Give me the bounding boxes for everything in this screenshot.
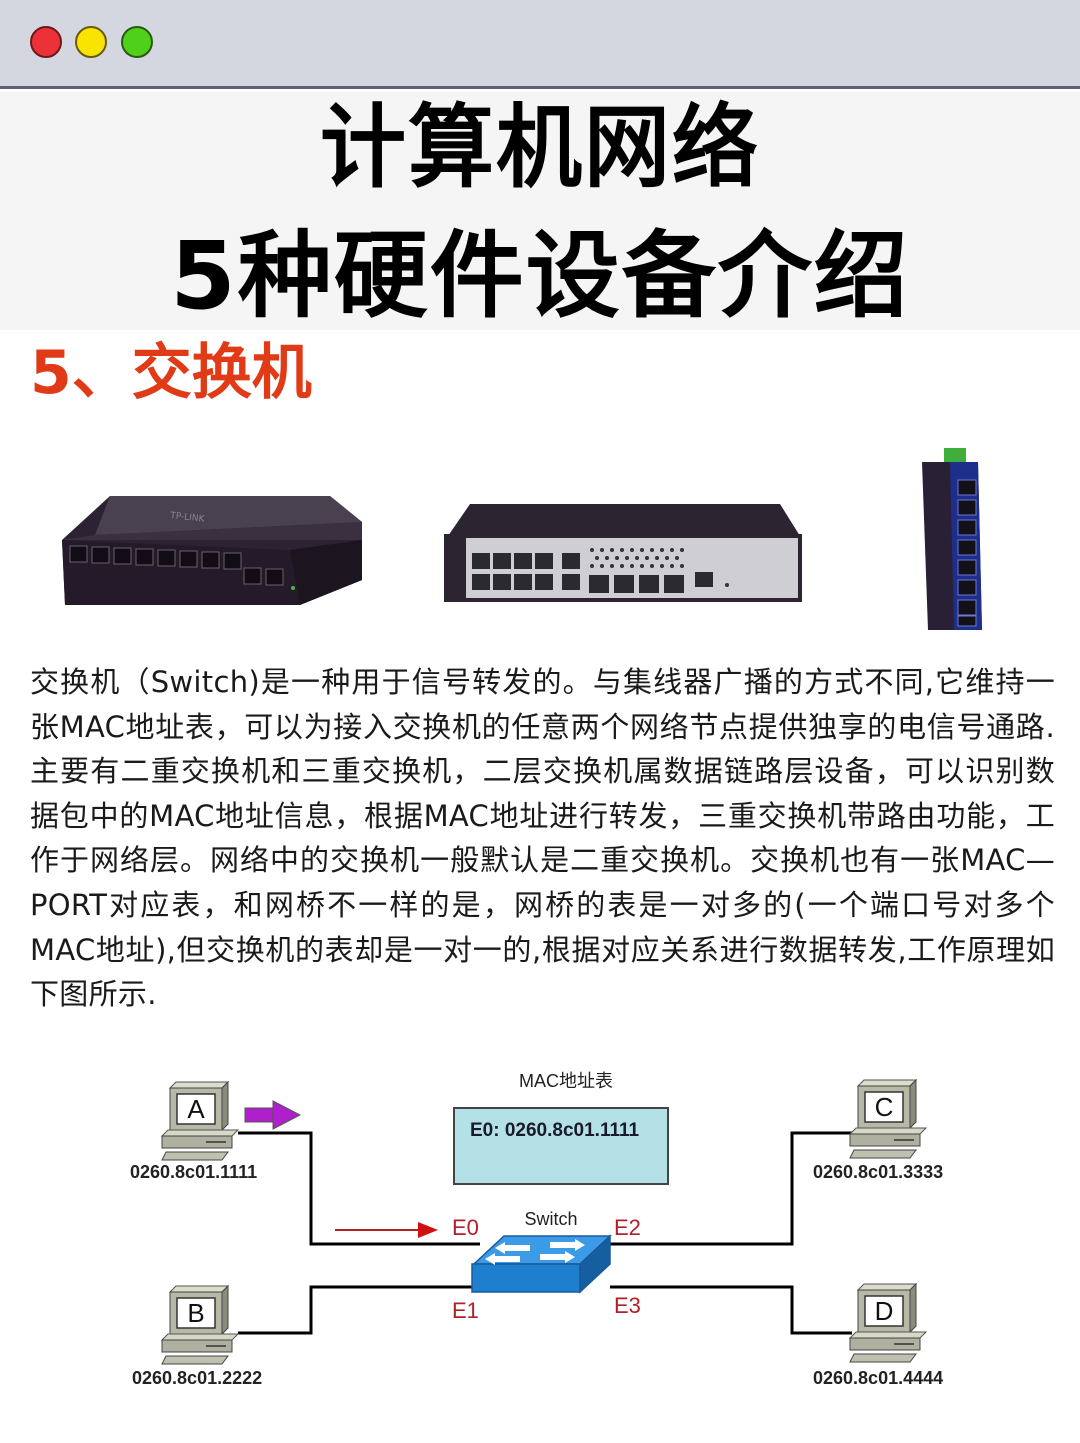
purple-arrow-icon	[244, 1100, 302, 1130]
host-c: C	[849, 1079, 927, 1159]
host-c-mac: 0260.8c01.3333	[813, 1162, 943, 1182]
switch-icon	[471, 1234, 612, 1294]
desktop-switch-photo: TP-LINK	[62, 496, 362, 605]
port-e3-label: E3	[614, 1293, 641, 1318]
host-d: D	[849, 1283, 927, 1363]
header-band	[0, 92, 1080, 330]
port-e0-label: E0	[452, 1215, 479, 1240]
svg-text:B: B	[187, 1298, 204, 1328]
host-a: A	[161, 1081, 239, 1161]
wire-a-e0	[238, 1131, 480, 1246]
host-b-mac: 0260.8c01.2222	[132, 1368, 262, 1388]
svg-text:TP-LINK: TP-LINK	[169, 511, 206, 525]
host-a-mac: 0260.8c01.1111	[130, 1162, 257, 1182]
port-e1-label: E1	[452, 1298, 479, 1323]
port-e2-label: E2	[614, 1215, 641, 1240]
close-button[interactable]	[30, 26, 62, 58]
wire-b-e1	[238, 1285, 480, 1335]
red-arrow-icon	[335, 1222, 438, 1238]
description-paragraph: 交换机（Switch)是一种用于信号转发的。与集线器广播的方式不同,它维持一张M…	[30, 665, 1055, 1012]
window-titlebar	[0, 0, 1080, 89]
rack-switch-photo	[444, 504, 802, 602]
page-subtitle: 5种硬件设备介绍	[170, 222, 910, 331]
mac-table-title: MAC地址表	[519, 1071, 613, 1091]
switch-working-diagram: MAC地址表 E0: 0260.8c01.1111 A 0260.8c01.11…	[0, 1050, 1080, 1410]
maximize-button[interactable]	[121, 26, 153, 58]
switch-label: Switch	[524, 1209, 577, 1229]
svg-text:A: A	[187, 1094, 205, 1124]
svg-text:D: D	[875, 1296, 894, 1326]
wire-c-e2	[610, 1131, 852, 1246]
industrial-din-switch-photo	[922, 448, 982, 630]
svg-text:C: C	[875, 1092, 894, 1122]
mac-table-box	[453, 1107, 669, 1185]
minimize-button[interactable]	[75, 26, 107, 58]
host-b: B	[161, 1285, 239, 1365]
switch-photos: TP-LINK	[0, 440, 1080, 640]
mac-table-entry: E0: 0260.8c01.1111	[470, 1120, 639, 1141]
page-title: 计算机网络	[320, 95, 760, 201]
host-d-mac: 0260.8c01.4444	[813, 1368, 943, 1388]
wire-d-e3	[610, 1285, 852, 1335]
section-heading: 5、交换机	[30, 338, 312, 408]
